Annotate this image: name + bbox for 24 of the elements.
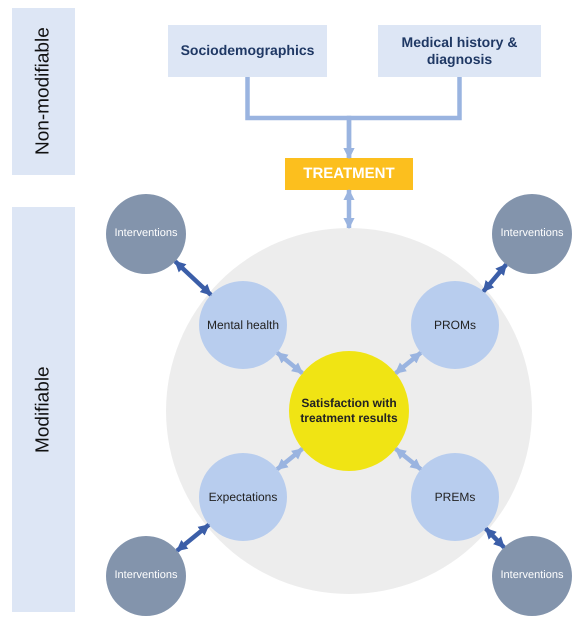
factor-box: Sociodemographics (168, 25, 327, 77)
double-arrow (276, 447, 304, 472)
outcome-circle: Satisfaction with treatment results (289, 351, 409, 471)
intervention-circle: Interventions (106, 536, 186, 616)
double-arrow (482, 263, 508, 293)
factor-circle: Expectations (199, 453, 287, 541)
intervention-circle: Interventions (492, 536, 572, 616)
double-arrow (174, 260, 212, 297)
double-arrow (394, 447, 422, 472)
factor-circle: PREMs (411, 453, 499, 541)
factor-box: Medical history & diagnosis (378, 25, 541, 77)
treatment-box: TREATMENT (285, 158, 413, 190)
intervention-circle: Interventions (492, 194, 572, 274)
intervention-circle: Interventions (106, 194, 186, 274)
double-arrow (276, 350, 304, 375)
factor-circle: Mental health (199, 281, 287, 369)
double-arrow (343, 188, 355, 230)
double-arrow (394, 350, 422, 375)
category-band: Modifiable (12, 207, 75, 612)
category-band: Non-modifiable (12, 8, 75, 175)
double-arrow (484, 526, 506, 549)
factor-circle: PROMs (411, 281, 499, 369)
double-arrow (176, 523, 210, 552)
arrow (343, 77, 462, 160)
